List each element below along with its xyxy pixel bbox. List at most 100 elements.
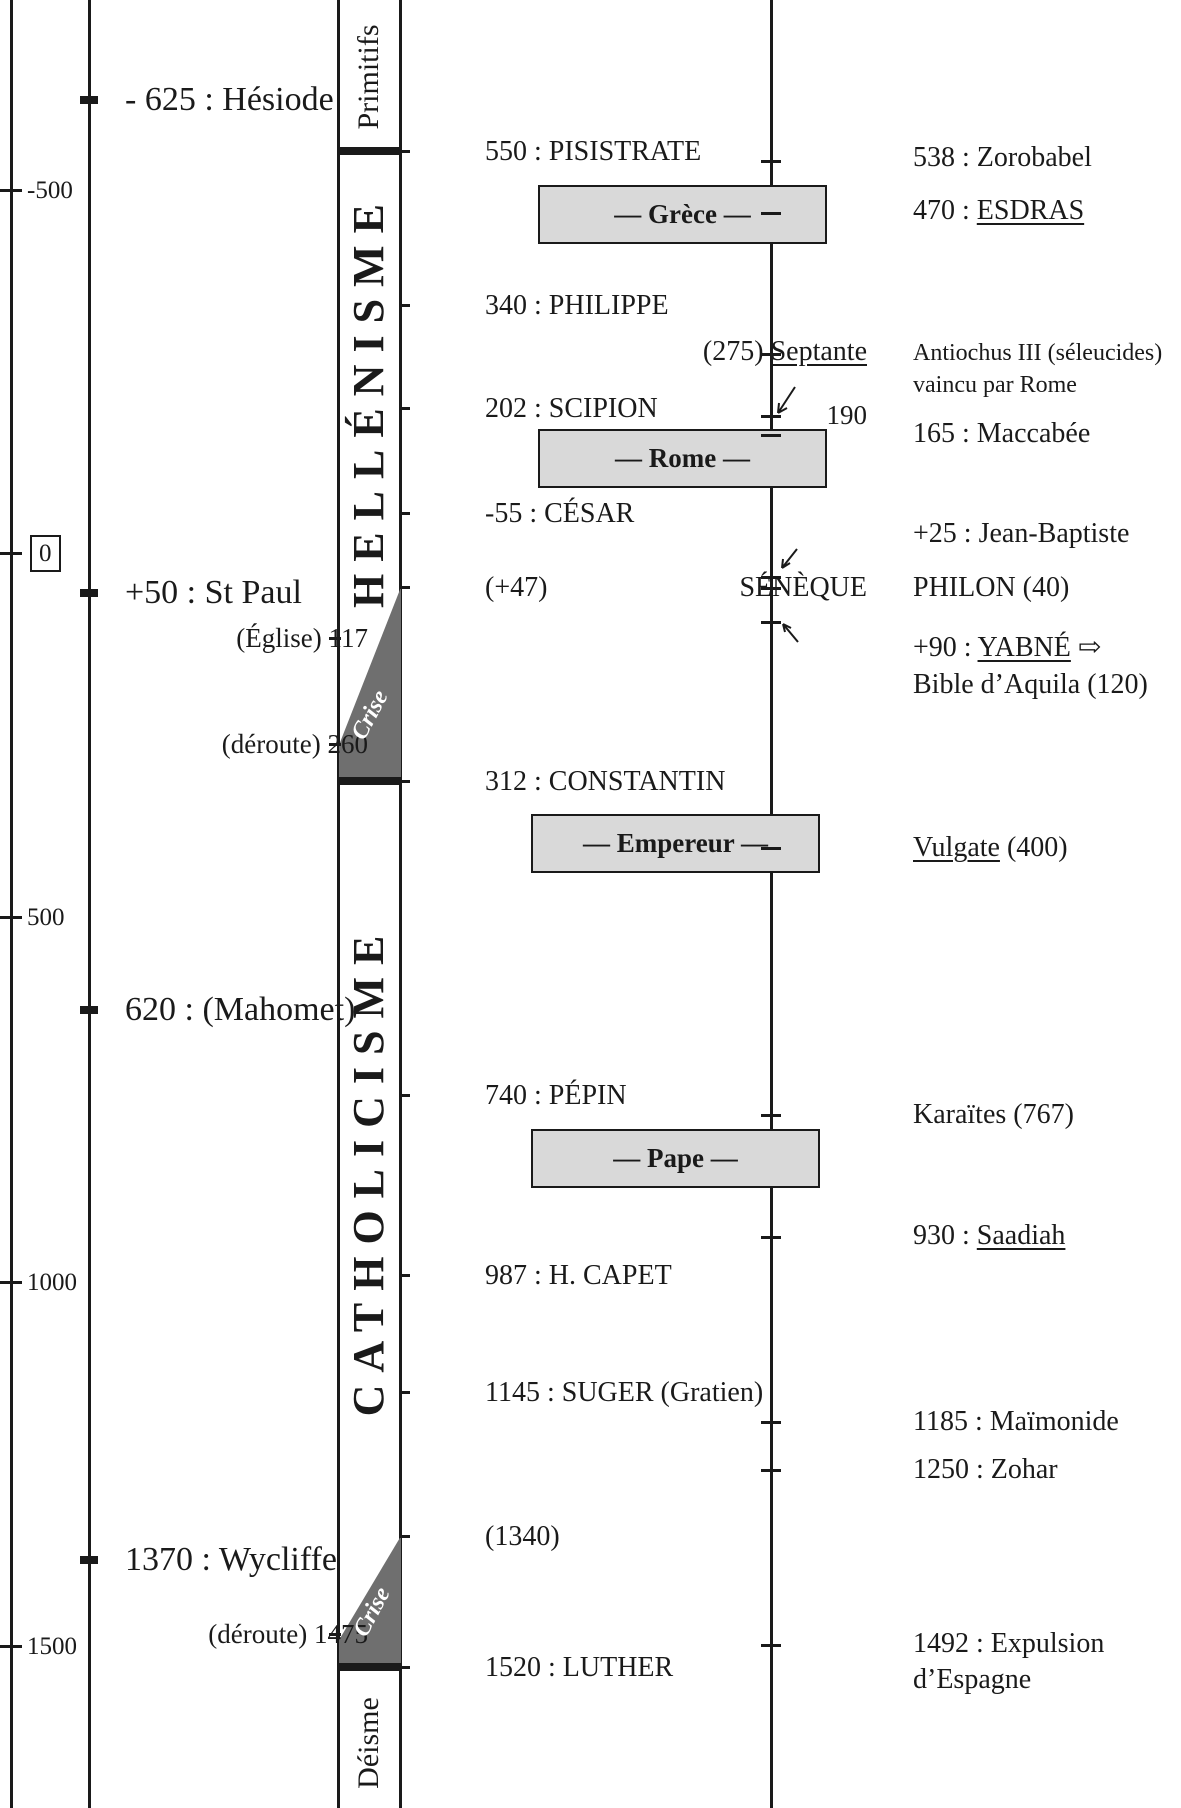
ruler-label: (1340)	[485, 1521, 560, 1552]
ruler-label: 1145 : SUGER (Gratien)	[485, 1377, 764, 1408]
era-tick	[0, 189, 22, 192]
arrow-antiochus	[777, 386, 796, 414]
right-tick	[761, 434, 781, 437]
middle-tick	[399, 780, 410, 783]
septante-label: (275) Septante	[703, 338, 867, 366]
power-box-pape: — Pape —	[531, 1129, 820, 1188]
period-catholicisme: CATHOLICISME	[344, 923, 393, 1417]
band-left-tick	[329, 637, 341, 640]
zorobabel-label: 538 : Zorobabel	[913, 142, 1092, 173]
crisis-date-label: (déroute) 1475	[208, 1619, 368, 1649]
maimonide-label: 1185 : Maïmonide	[913, 1406, 1119, 1437]
ruler-label: 202 : SCIPION	[485, 393, 658, 424]
middle-tick	[399, 586, 410, 589]
yabne-word: YABNÉ	[977, 632, 1071, 663]
right-tick	[761, 415, 781, 418]
right-tick	[761, 1236, 781, 1239]
ruler-label: 550 : PISISTRATE	[485, 136, 702, 167]
left-event-marker	[80, 1556, 98, 1564]
esdras-word: ESDRAS	[976, 195, 1085, 226]
middle-tick	[399, 1274, 410, 1277]
right-tick	[761, 1421, 781, 1424]
period-band-right-line	[399, 0, 402, 1808]
arrow-yabne	[782, 623, 799, 643]
power-box-empereur: — Empereur —	[531, 814, 820, 873]
left-event-label: 1370 : Wycliffe	[125, 1541, 337, 1578]
era-label: 500	[27, 904, 65, 931]
saadiah-label: 930 : Saadiah	[913, 1222, 1065, 1250]
seneque-label: SÉNÈQUE	[739, 572, 867, 603]
period-band-left-line	[337, 0, 340, 1808]
middle-tick	[399, 304, 410, 307]
ruler-label: (+47)	[485, 572, 548, 603]
septante-word: Septante	[770, 336, 867, 367]
band-left-tick	[329, 1633, 341, 1636]
middle-tick	[399, 407, 410, 410]
ruler-label: 740 : PÉPIN	[485, 1080, 627, 1111]
right-events-axis-line	[770, 0, 773, 1808]
middle-tick	[399, 1094, 410, 1097]
period-separator-312	[337, 777, 402, 785]
aquila-label: Bible d’Aquila (120)	[913, 669, 1148, 700]
ruler-label: 1520 : LUTHER	[485, 1652, 674, 1683]
middle-tick	[399, 512, 410, 515]
right-tick	[761, 576, 781, 579]
right-tick	[761, 1114, 781, 1117]
power-box-rome: — Rome —	[538, 429, 827, 488]
period-primitifs: Primitifs	[352, 24, 385, 130]
right-tick	[761, 587, 781, 590]
ruler-label: 987 : H. CAPET	[485, 1260, 672, 1291]
left-event-label: - 625 : Hésiode	[125, 81, 334, 118]
zohar-label: 1250 : Zohar	[913, 1454, 1058, 1485]
antiochus-line-2: vaincu par Rome	[913, 372, 1077, 398]
esdras-label: 470 : ESDRAS	[913, 197, 1084, 225]
crisis-wedge-2	[339, 1536, 401, 1667]
ruler-label: 340 : PHILIPPE	[485, 290, 669, 321]
number-190: 190	[826, 400, 868, 430]
era-tick	[0, 1645, 22, 1648]
right-tick	[761, 353, 781, 356]
right-tick	[761, 160, 781, 163]
ruler-label: 312 : CONSTANTIN	[485, 766, 726, 797]
right-tick	[761, 212, 781, 215]
karaites-label: Karaïtes (767)	[913, 1099, 1074, 1130]
maccabee-label: 165 : Maccabée	[913, 418, 1091, 449]
left-event-marker	[80, 589, 98, 597]
power-box-grece: — Grèce —	[538, 185, 827, 244]
period-deisme: Déisme	[352, 1697, 385, 1789]
left-event-label: +50 : St Paul	[125, 574, 302, 611]
left-events-axis-line	[88, 0, 91, 1808]
era-tick	[0, 916, 22, 919]
expulsion-line-2: d’Espagne	[913, 1664, 1032, 1695]
antiochus-line-1: Antiochus III (séleucides)	[913, 340, 1163, 366]
arrow-jean-baptiste	[781, 548, 798, 569]
right-tick	[761, 1644, 781, 1647]
left-event-marker	[80, 96, 98, 104]
left-event-marker	[80, 1006, 98, 1014]
era-tick	[0, 1281, 22, 1284]
crisis-date-label: (déroute) 260	[221, 729, 368, 759]
philon-label: PHILON (40)	[913, 572, 1070, 603]
esdras-number: 470 :	[913, 195, 977, 226]
era-tick	[0, 552, 22, 555]
middle-tick	[399, 1666, 410, 1669]
right-tick	[761, 847, 781, 850]
crisis-date-label: (Église) 117	[236, 623, 368, 653]
middle-tick	[399, 150, 410, 153]
expulsion-line-1: 1492 : Expulsion	[913, 1628, 1105, 1659]
vulgate-word: Vulgate	[913, 832, 1000, 863]
septante-number: (275)	[702, 336, 764, 367]
ruler-label: -55 : CÉSAR	[485, 498, 635, 529]
period-separator-550	[337, 147, 402, 155]
period-hellenisme: HELLÉNISME	[344, 192, 393, 608]
middle-tick	[399, 1391, 410, 1394]
era-label-zero: 0	[30, 535, 61, 572]
jean-baptiste-label: +25 : Jean-Baptiste	[913, 518, 1130, 549]
era-axis-line	[10, 0, 13, 1808]
era-label: 1000	[27, 1269, 77, 1296]
period-separator-1520	[337, 1663, 402, 1671]
right-tick	[761, 1469, 781, 1472]
crisis-wedge-1	[339, 587, 401, 781]
saadiah-number: 930 :	[913, 1220, 977, 1251]
